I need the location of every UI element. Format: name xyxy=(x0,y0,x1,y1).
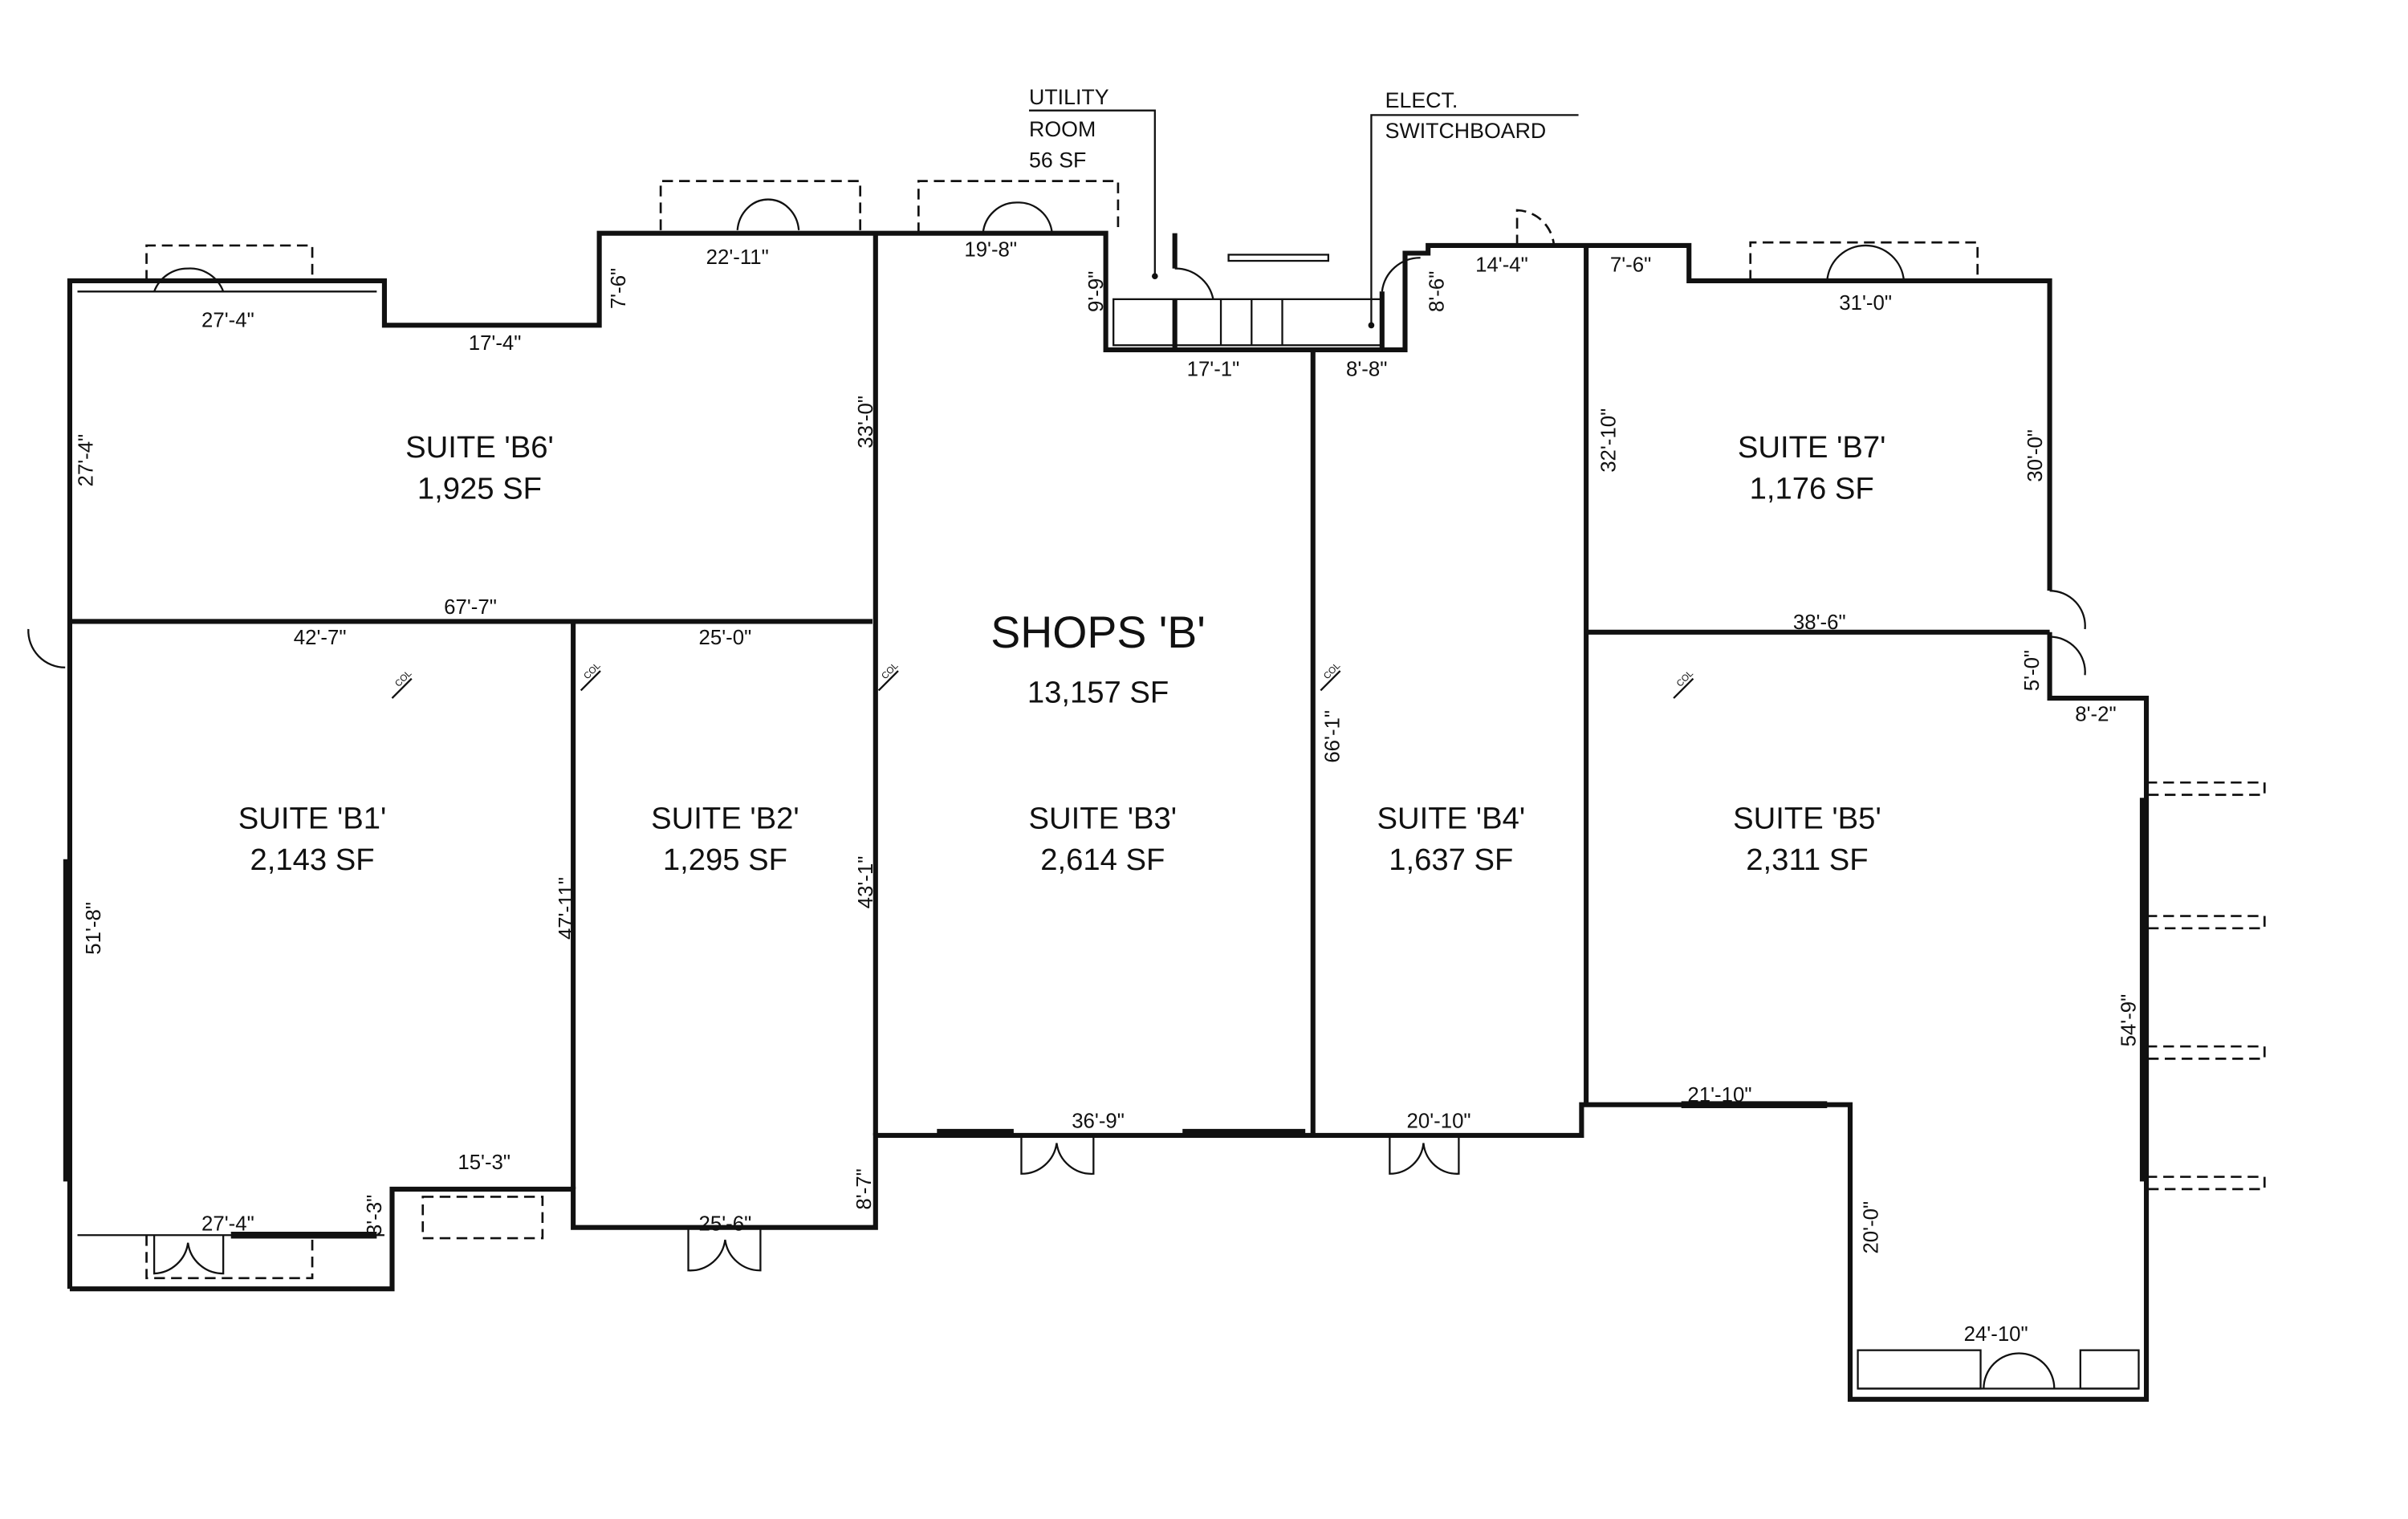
dimension-label: 8'-2" xyxy=(2075,704,2116,726)
suite-b1-area: 2,143 SF xyxy=(250,843,374,877)
dimension-label: 14'-4" xyxy=(1475,254,1528,276)
suite-b7-area: 1,176 SF xyxy=(1750,471,1874,506)
callout-labels: UTILITY ROOM 56 SF ELECT. SWITCHBOARD xyxy=(1029,85,1546,172)
suite-b3-name: SUITE 'B3' xyxy=(1029,802,1178,836)
dimension-label: 43'-1" xyxy=(855,856,877,909)
suite-b4-area: 1,637 SF xyxy=(1389,843,1513,877)
dimension-label: 7'-6" xyxy=(608,268,630,309)
dimension-label: 27'-4" xyxy=(75,434,98,487)
suite-b3-area: 2,614 SF xyxy=(1040,843,1165,877)
dimension-label: 54'-9" xyxy=(2118,994,2141,1047)
dimension-label: 20'-10" xyxy=(1407,1110,1471,1132)
dimension-label: 8'-6" xyxy=(1426,271,1448,312)
dimension-label: 33'-0" xyxy=(855,396,877,449)
interior-walls xyxy=(69,233,2050,1189)
dimension-label: 66'-1" xyxy=(1321,710,1344,763)
dimension-label: 25'-6" xyxy=(699,1213,752,1236)
dimension-label: 3'-3" xyxy=(364,1195,386,1236)
utility-label-area: 56 SF xyxy=(1029,148,1086,172)
dimension-label: 19'-8" xyxy=(964,238,1017,261)
dimension-label: 15'-3" xyxy=(458,1151,510,1174)
dimension-label: 7'-6" xyxy=(1610,254,1651,276)
elect-label-line2: SWITCHBOARD xyxy=(1385,119,1547,143)
suite-b6-area: 1,925 SF xyxy=(417,471,542,506)
dimension-label: 20'-0" xyxy=(1860,1201,1882,1254)
dimension-label: 21'-10" xyxy=(1687,1084,1751,1107)
storefront-glazing xyxy=(63,798,2147,1239)
utility-label-line1: UTILITY xyxy=(1029,85,1109,109)
canopies xyxy=(69,180,2266,1401)
dimension-label: 51'-8" xyxy=(83,902,105,955)
dimension-label: 27'-4" xyxy=(201,309,254,331)
dimension-label: 42'-7" xyxy=(294,627,347,649)
dimension-label: 22'-11" xyxy=(706,246,769,269)
suite-b5-area: 2,311 SF xyxy=(1746,843,1868,877)
suite-b2-area: 1,295 SF xyxy=(663,843,787,877)
dimension-label: 27'-4" xyxy=(201,1213,254,1236)
dimension-label: 67'-7" xyxy=(444,596,497,619)
dimension-label: 30'-0" xyxy=(2024,429,2047,482)
dimension-label: 8'-7" xyxy=(853,1168,876,1209)
building-label: SHOPS 'B' 13,157 SF xyxy=(990,607,1206,710)
dimension-label: 47'-11" xyxy=(555,877,578,940)
doors xyxy=(27,198,2086,1389)
callout-leaders xyxy=(1029,109,1579,329)
dimension-label: 38'-6" xyxy=(1793,611,1846,634)
dimension-label: 5'-0" xyxy=(2021,650,2044,691)
dimension-label: 8'-8" xyxy=(1346,358,1387,380)
suite-b7-name: SUITE 'B7' xyxy=(1738,430,1886,465)
dimension-label: 31'-0" xyxy=(1839,292,1892,315)
horizontal-dimensions: 27'-4" 17'-4" 22'-11" 19'-8" 17'-1" 8'-8… xyxy=(201,238,2117,1346)
dimension-label: 32'-10" xyxy=(1597,408,1620,473)
dimension-label: 36'-9" xyxy=(1072,1110,1125,1132)
building-title: SHOPS 'B' xyxy=(990,607,1206,657)
dimension-label: 9'-9" xyxy=(1085,271,1108,312)
dimension-label: 17'-4" xyxy=(469,332,522,355)
vertical-dimensions: 27'-4" 7'-6" 33'-0" 9'-9" 8'-6" 32'-10" … xyxy=(75,268,2141,1254)
dimension-label: 25'-0" xyxy=(699,627,752,649)
suite-b1-name: SUITE 'B1' xyxy=(238,802,387,836)
suite-b6-name: SUITE 'B6' xyxy=(405,430,554,465)
suite-b5-name: SUITE 'B5' xyxy=(1733,802,1881,836)
dimension-label: 24'-10" xyxy=(1964,1323,2028,1346)
dimension-label: 17'-1" xyxy=(1187,358,1240,380)
utility-label-line2: ROOM xyxy=(1029,117,1096,141)
suite-b2-name: SUITE 'B2' xyxy=(651,802,799,836)
building-area: 13,157 SF xyxy=(1027,676,1169,710)
suite-labels: SUITE 'B6' 1,925 SF SUITE 'B7' 1,176 SF … xyxy=(238,430,1886,877)
suite-b4-name: SUITE 'B4' xyxy=(1377,802,1526,836)
elect-label-line1: ELECT. xyxy=(1385,88,1458,112)
